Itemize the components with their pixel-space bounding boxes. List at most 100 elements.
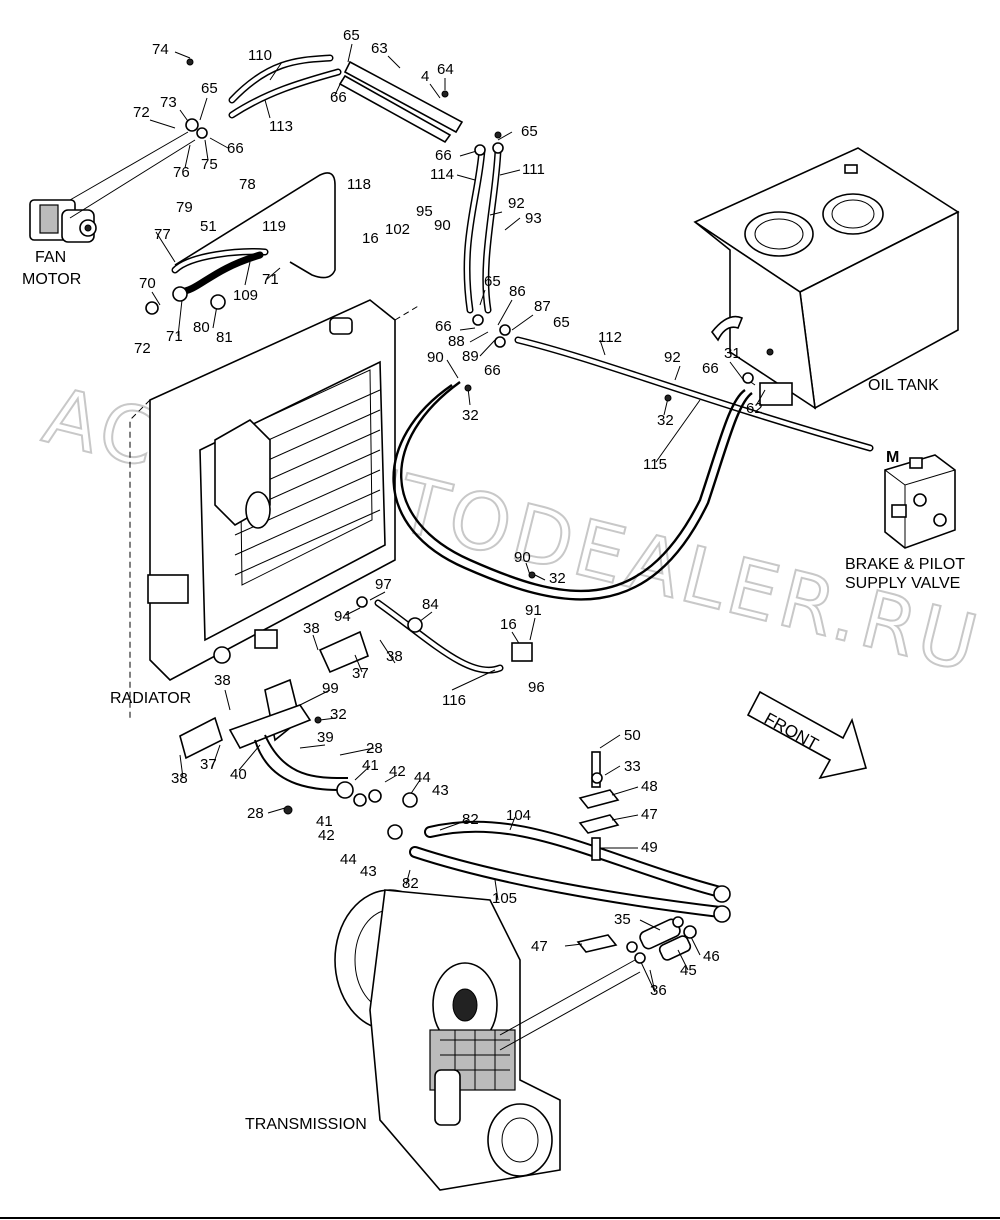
part-label: 76 [173, 164, 190, 181]
part-label: 44 [340, 851, 357, 868]
part-label: 39 [317, 729, 334, 746]
part-label: 92 [664, 349, 681, 366]
part-label: 93 [525, 210, 542, 227]
part-label: 36 [650, 982, 667, 999]
part-label: 42 [389, 763, 406, 780]
part-label: 65 [521, 123, 538, 140]
part-label: 38 [303, 620, 320, 637]
part-label: 46 [703, 948, 720, 965]
part-label: 51 [200, 218, 217, 235]
part-label: 32 [330, 706, 347, 723]
part-label: 16 [500, 616, 517, 633]
part-label: 28 [247, 805, 264, 822]
part-label: 32 [549, 570, 566, 587]
part-label: 38 [386, 648, 403, 665]
part-label: 37 [352, 665, 369, 682]
oil-tank-caption: OIL TANK [868, 377, 939, 394]
part-label: 63 [371, 40, 388, 57]
part-label: 66 [484, 362, 501, 379]
part-label: 104 [506, 807, 531, 824]
part-label: 71 [262, 271, 279, 288]
part-label: 82 [462, 811, 479, 828]
fan-motor-caption-2: MOTOR [22, 271, 81, 288]
radiator-caption: RADIATOR [110, 690, 191, 707]
part-label: 79 [176, 199, 193, 216]
part-label: 116 [442, 692, 466, 709]
part-label: 110 [248, 47, 272, 64]
part-label: 89 [462, 348, 479, 365]
part-label: 77 [154, 226, 171, 243]
part-label: 114 [430, 166, 454, 183]
part-label: 84 [422, 596, 439, 613]
part-label: 41 [316, 813, 333, 830]
part-label: 95 [416, 203, 433, 220]
part-label: 71 [166, 328, 183, 345]
part-label: 115 [643, 456, 667, 473]
part-label: 44 [414, 769, 431, 786]
part-label: 97 [375, 576, 392, 593]
part-label: 48 [641, 778, 658, 795]
hose-lines [171, 54, 874, 961]
part-label: 47 [531, 938, 548, 955]
part-label: 62 [746, 400, 763, 417]
part-label: 45 [680, 962, 697, 979]
part-label: 90 [514, 549, 531, 566]
part-label: 118 [347, 176, 371, 193]
part-label: 119 [262, 218, 286, 235]
transmission-caption: TRANSMISSION [245, 1116, 367, 1133]
part-labels: 74 110 65 63 4 64 72 73 65 113 66 76 75 … [133, 27, 763, 999]
part-label: 96 [528, 679, 545, 696]
part-label: 82 [402, 875, 419, 892]
part-label: 33 [624, 758, 641, 775]
part-label: 66 [227, 140, 244, 157]
part-label: 88 [448, 333, 465, 350]
part-label: 81 [216, 329, 233, 346]
part-label: 73 [160, 94, 177, 111]
part-label: 16 [362, 230, 379, 247]
part-label: 31 [724, 345, 741, 362]
part-label: 65 [201, 80, 218, 97]
part-label: 90 [434, 217, 451, 234]
part-label: 92 [508, 195, 525, 212]
brake-valve-caption-2: SUPPLY VALVE [845, 575, 960, 592]
part-label: 91 [525, 602, 542, 619]
radiator [129, 299, 421, 720]
part-label: 28 [366, 740, 383, 757]
part-label: 70 [139, 275, 156, 292]
part-label: 43 [432, 782, 449, 799]
part-label: 78 [239, 176, 256, 193]
part-label: 47 [641, 806, 658, 823]
part-label: 90 [427, 349, 444, 366]
part-label: 72 [134, 340, 151, 357]
part-label: 94 [334, 608, 351, 625]
part-label: 109 [233, 287, 258, 304]
part-label: 32 [462, 407, 479, 424]
part-label: 49 [641, 839, 658, 856]
part-label: 35 [614, 911, 631, 928]
part-label: 65 [343, 27, 360, 44]
part-label: 4 [421, 68, 429, 85]
part-label: 102 [385, 221, 410, 238]
part-label: 37 [200, 756, 217, 773]
part-label: 66 [330, 89, 347, 106]
front-arrow: FRONT [746, 690, 868, 780]
part-label: 32 [657, 412, 674, 429]
brake-pilot-supply-valve [884, 454, 956, 549]
part-label: 112 [598, 329, 622, 346]
part-label: 80 [193, 319, 210, 336]
part-label: 105 [492, 890, 517, 907]
oil-tank [693, 147, 960, 410]
part-label: 65 [484, 273, 501, 290]
fan-motor [29, 131, 196, 243]
part-label: 65 [553, 314, 570, 331]
part-label: 66 [435, 147, 452, 164]
fittings [145, 58, 754, 964]
part-label: 75 [201, 156, 218, 173]
part-label: 40 [230, 766, 247, 783]
part-label: 38 [171, 770, 188, 787]
part-label: 38 [214, 672, 231, 689]
fan-motor-caption-1: FAN [35, 249, 66, 266]
part-label: 86 [509, 283, 526, 300]
brake-valve-caption-1: BRAKE & PILOT [845, 556, 965, 573]
